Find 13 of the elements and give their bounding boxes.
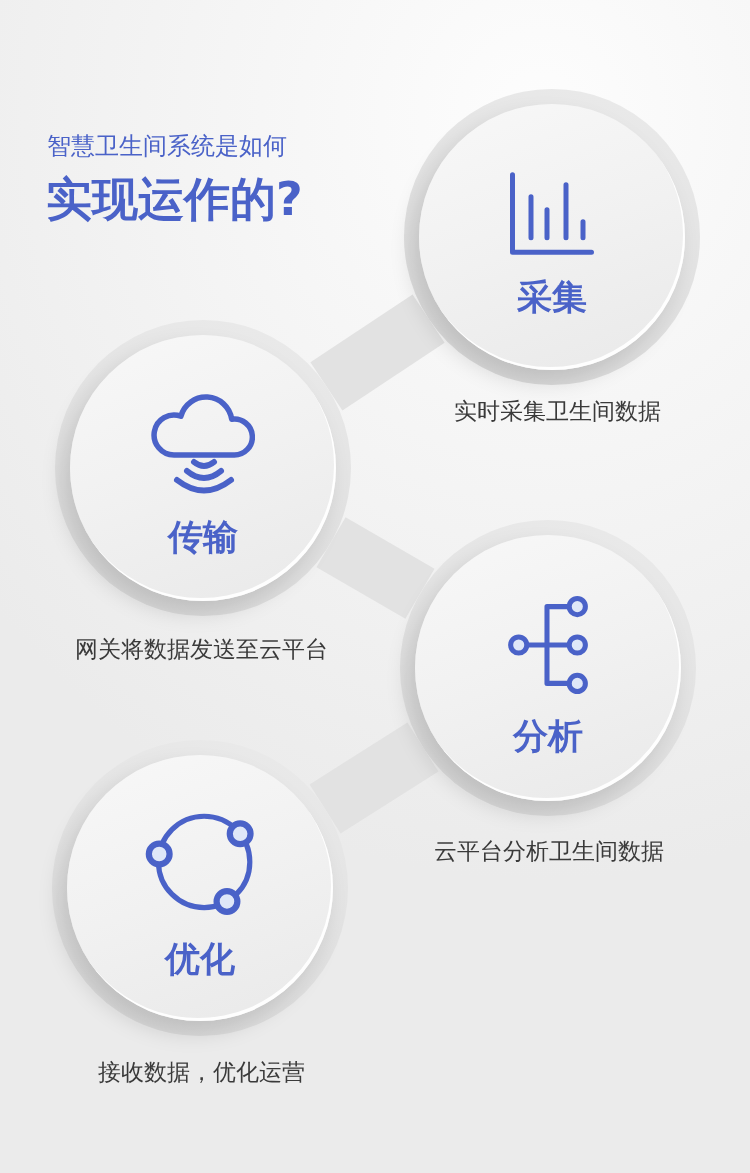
step-title: 分析: [513, 715, 583, 757]
connector-band: [316, 517, 435, 619]
step-caption: 实时采集卫生间数据: [453, 398, 661, 425]
subheading: 智慧卫生间系统是如何: [47, 132, 287, 161]
step-caption: 云平台分析卫生间数据: [434, 838, 664, 865]
step-caption: 网关将数据发送至云平台: [74, 636, 328, 663]
step-title: 采集: [517, 277, 587, 318]
step-title: 优化: [165, 938, 235, 980]
connector-band: [310, 294, 445, 411]
heading: 实现运作的?: [46, 172, 303, 228]
step-caption: 接收数据，优化运营: [97, 1059, 305, 1086]
step-title: 传输: [168, 517, 238, 558]
connector-band: [309, 722, 439, 834]
